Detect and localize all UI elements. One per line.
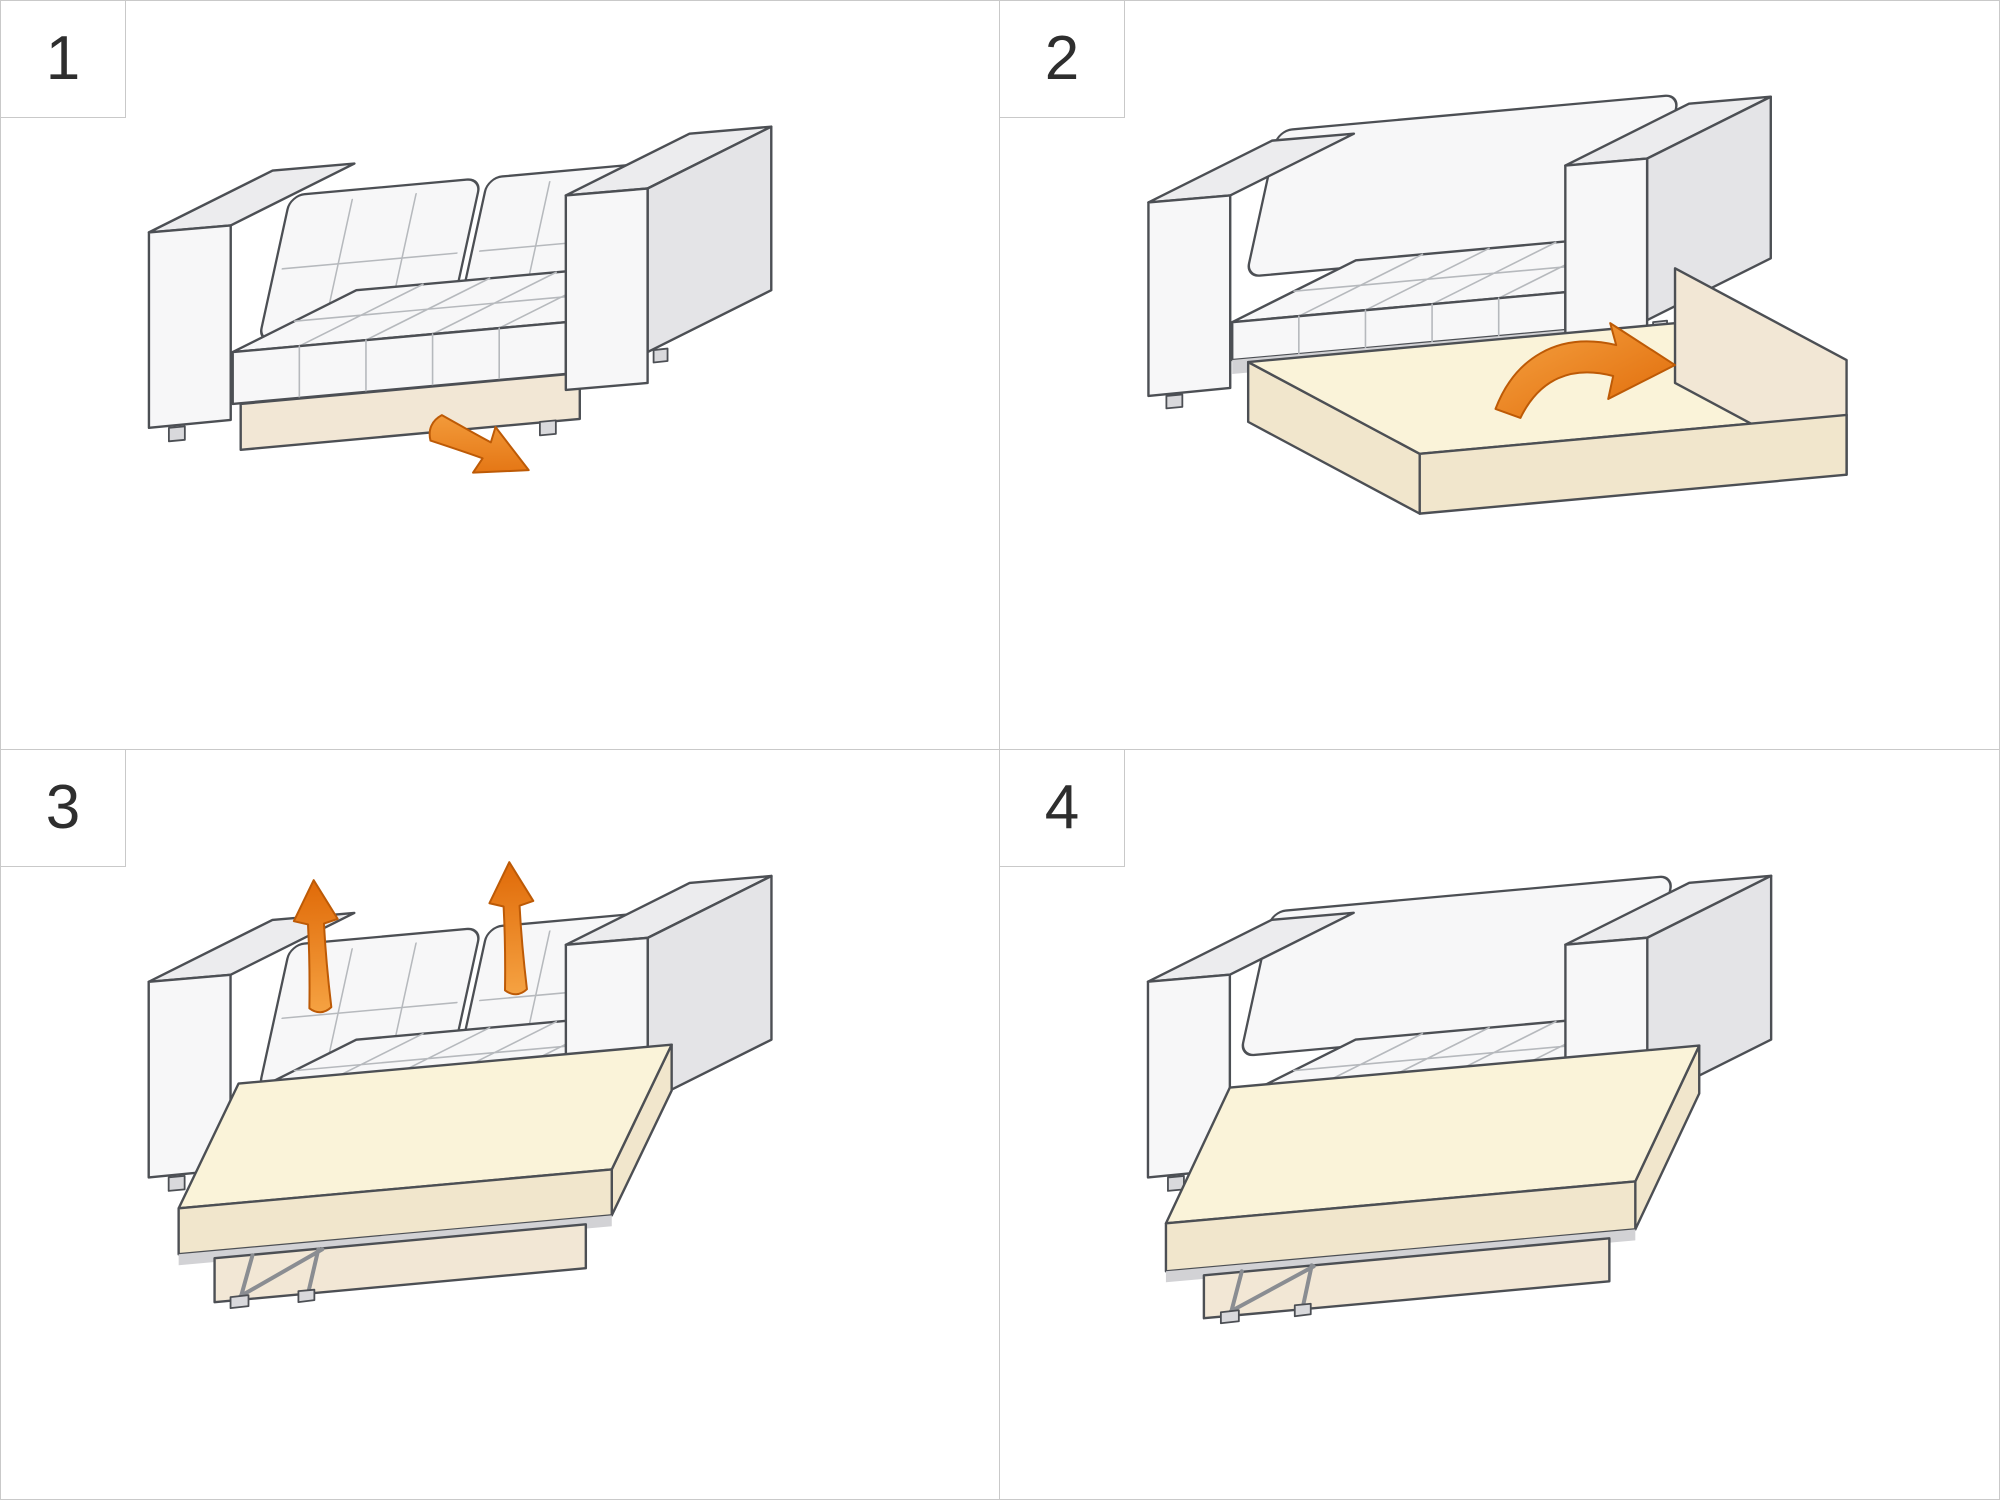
tuft-seams	[1293, 235, 1628, 317]
step-panel-1: 1	[1, 1, 1000, 750]
flip-open-arrow-icon	[1494, 322, 1677, 419]
sofa-closed-illustration	[147, 125, 773, 474]
step-number-badge: 1	[1, 1, 126, 118]
tuft-seams	[293, 1014, 629, 1097]
pull-out-arrow-icon	[428, 414, 530, 474]
tuft-seams	[1298, 297, 1500, 355]
sofa-drawer-pulled-illustration	[1147, 94, 1848, 515]
step-number: 2	[1044, 24, 1080, 93]
bed-front-board	[213, 1223, 588, 1304]
sofa-leg	[538, 419, 557, 437]
tuft-seams	[293, 265, 629, 347]
armrest-left	[1146, 911, 1355, 1179]
tuft-seams	[298, 327, 500, 399]
folding-legs	[229, 1247, 325, 1310]
platform-front-face	[1418, 413, 1848, 515]
sofa-leg	[167, 1174, 186, 1192]
step-panel-2: 2	[1000, 1, 1999, 750]
sofa-leg	[167, 425, 186, 443]
lift-arrow-right-icon	[488, 861, 535, 996]
sofa-leg	[652, 347, 669, 364]
step-number: 4	[1044, 773, 1080, 842]
folding-legs	[1219, 1263, 1316, 1325]
tuft-seams	[1292, 1014, 1629, 1097]
bed-mattress	[1164, 1044, 1701, 1273]
step-panel-3: 3	[1, 750, 1000, 1499]
step-panel-4: 4	[1000, 750, 1999, 1499]
lift-arrow-left-icon	[292, 879, 339, 1014]
bed-platform	[1246, 267, 1848, 515]
step-number: 3	[45, 773, 81, 842]
step-number-badge: 2	[1000, 1, 1125, 118]
base-panel	[239, 371, 581, 451]
mattress-front-face	[1164, 1180, 1637, 1273]
armrest-right	[1564, 95, 1772, 359]
bed-mattress	[177, 1043, 673, 1256]
armrest-left	[1147, 132, 1356, 398]
sofa-leg	[1165, 393, 1184, 410]
bed-final-illustration	[1146, 874, 1773, 1325]
sofa-unfolded-cushions-illustration	[147, 861, 773, 1310]
step-number-badge: 3	[1, 750, 126, 867]
step-number: 1	[45, 24, 81, 93]
armrest-left	[147, 162, 356, 430]
step-number-badge: 4	[1000, 750, 1125, 867]
armrest-right	[564, 125, 773, 392]
